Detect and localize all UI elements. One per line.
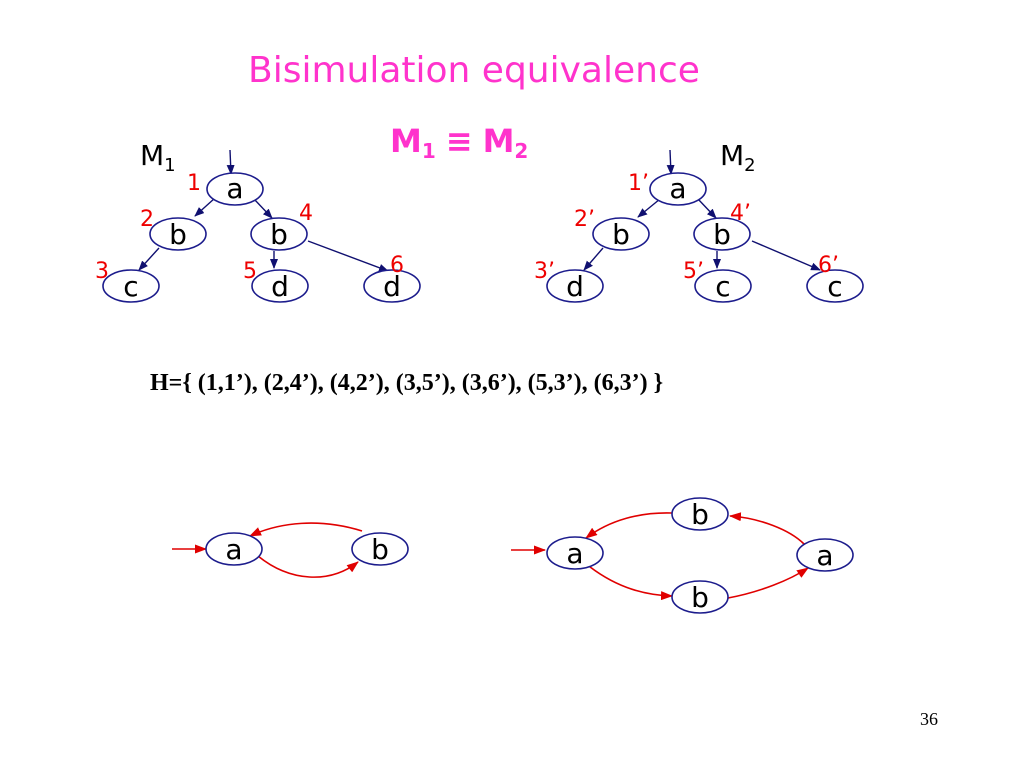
m1-node-4-state: b [270,218,288,251]
loop1-node-a [205,532,263,566]
m2-node-2-state: b [612,218,630,251]
m2-edge-4-6 [751,240,821,271]
machine-2-diagram: M2 a b b d c c 1’ 2’ 4’ 3’ 5’ 6’ [534,139,864,303]
loop2-edge-btop-aleft [585,512,673,539]
relation-h: H={ (1,1’), (2,4’), (4,2’), (3,5’), (3,6… [150,370,663,396]
m1-node-2-state: b [169,218,187,251]
m1-node-5 [251,269,309,303]
equiv-right-sub: 2 [514,139,528,163]
m2-node-3-state: d [566,270,584,303]
m2-edge-1-2 [637,198,661,218]
m1-node-3-number: 3 [95,259,109,284]
m1-node-1-state: a [226,172,243,205]
loop2-node-a-right-state: a [816,539,833,572]
m1-node-2 [149,217,207,251]
equivalence-statement: M1≡M2 [390,122,528,163]
m1-node-6-state: d [383,270,401,303]
m1-edge-4-6 [307,240,389,272]
loop2-node-a-left-state: a [566,537,583,570]
loop2-edge-bbottom-aright [727,567,809,599]
equiv-symbol: ≡ [446,122,473,160]
m1-node-3-state: c [123,270,138,303]
m1-node-4-number: 4 [299,201,313,226]
m1-node-1 [206,172,264,206]
m2-node-6-number: 6’ [818,253,839,278]
m1-node-5-number: 5 [243,259,257,284]
machine-1-diagram: M1 a b b c d d 1 2 4 3 5 6 [95,139,421,303]
m1-node-4 [250,217,308,251]
m2-node-4-state: b [713,218,731,251]
m2-node-5-number: 5’ [683,259,704,284]
loop2-node-b-top [671,497,729,531]
machine-1-label: M1 [140,139,176,176]
loop-diagram-2: a b a b [511,497,854,614]
m2-node-5-state: c [715,270,730,303]
m2-node-1-state: a [669,172,686,205]
m2-node-3-number: 3’ [534,259,555,284]
equiv-right: M [483,122,515,160]
loop2-node-a-right [796,538,854,572]
page-number: 36 [920,709,938,729]
m2-node-1 [649,172,707,206]
m1-edge-1-4 [253,198,273,219]
equiv-left: M [390,122,422,160]
machine-2-label: M2 [720,139,756,176]
loop1-edge-a-b [257,555,359,578]
loop2-node-b-bottom [671,580,729,614]
loop1-node-b-state: b [371,533,389,566]
m2-node-6-state: c [827,270,842,303]
m2-node-5 [694,269,752,303]
m1-node-6-number: 6 [390,253,404,278]
loop2-edge-aright-btop [729,512,805,545]
m2-node-4-number: 4’ [730,201,751,226]
loop2-node-a-left [546,536,604,570]
loop1-node-a-state: a [225,533,242,566]
m1-edge-1-2 [194,197,216,217]
m2-node-6 [806,269,864,303]
m1-start-arrow [226,149,235,175]
m2-edge-2-3 [583,247,604,271]
m1-node-3 [102,269,160,303]
m2-node-2-number: 2’ [574,207,595,232]
m2-node-3 [546,269,604,303]
loop1-node-b [351,532,409,566]
m2-node-4 [693,217,751,251]
m1-node-2-number: 2 [140,207,154,232]
loop2-node-b-top-state: b [691,498,709,531]
slide-title: Bisimulation equivalence [248,50,700,91]
m2-node-1-number: 1’ [628,171,649,196]
loop1-edge-b-a [249,522,363,537]
m2-node-2 [592,217,650,251]
loop2-edge-aleft-bbottom [584,562,673,601]
loop2-node-b-bottom-state: b [691,581,709,614]
m1-node-6 [363,269,421,303]
m1-node-1-number: 1 [187,171,201,196]
m1-node-5-state: d [271,270,289,303]
m2-edge-1-4 [697,198,717,219]
m1-edge-2-3 [138,247,160,271]
equiv-left-sub: 1 [422,139,436,163]
loop-diagram-1: a b [172,522,409,578]
m2-start-arrow [666,149,675,175]
